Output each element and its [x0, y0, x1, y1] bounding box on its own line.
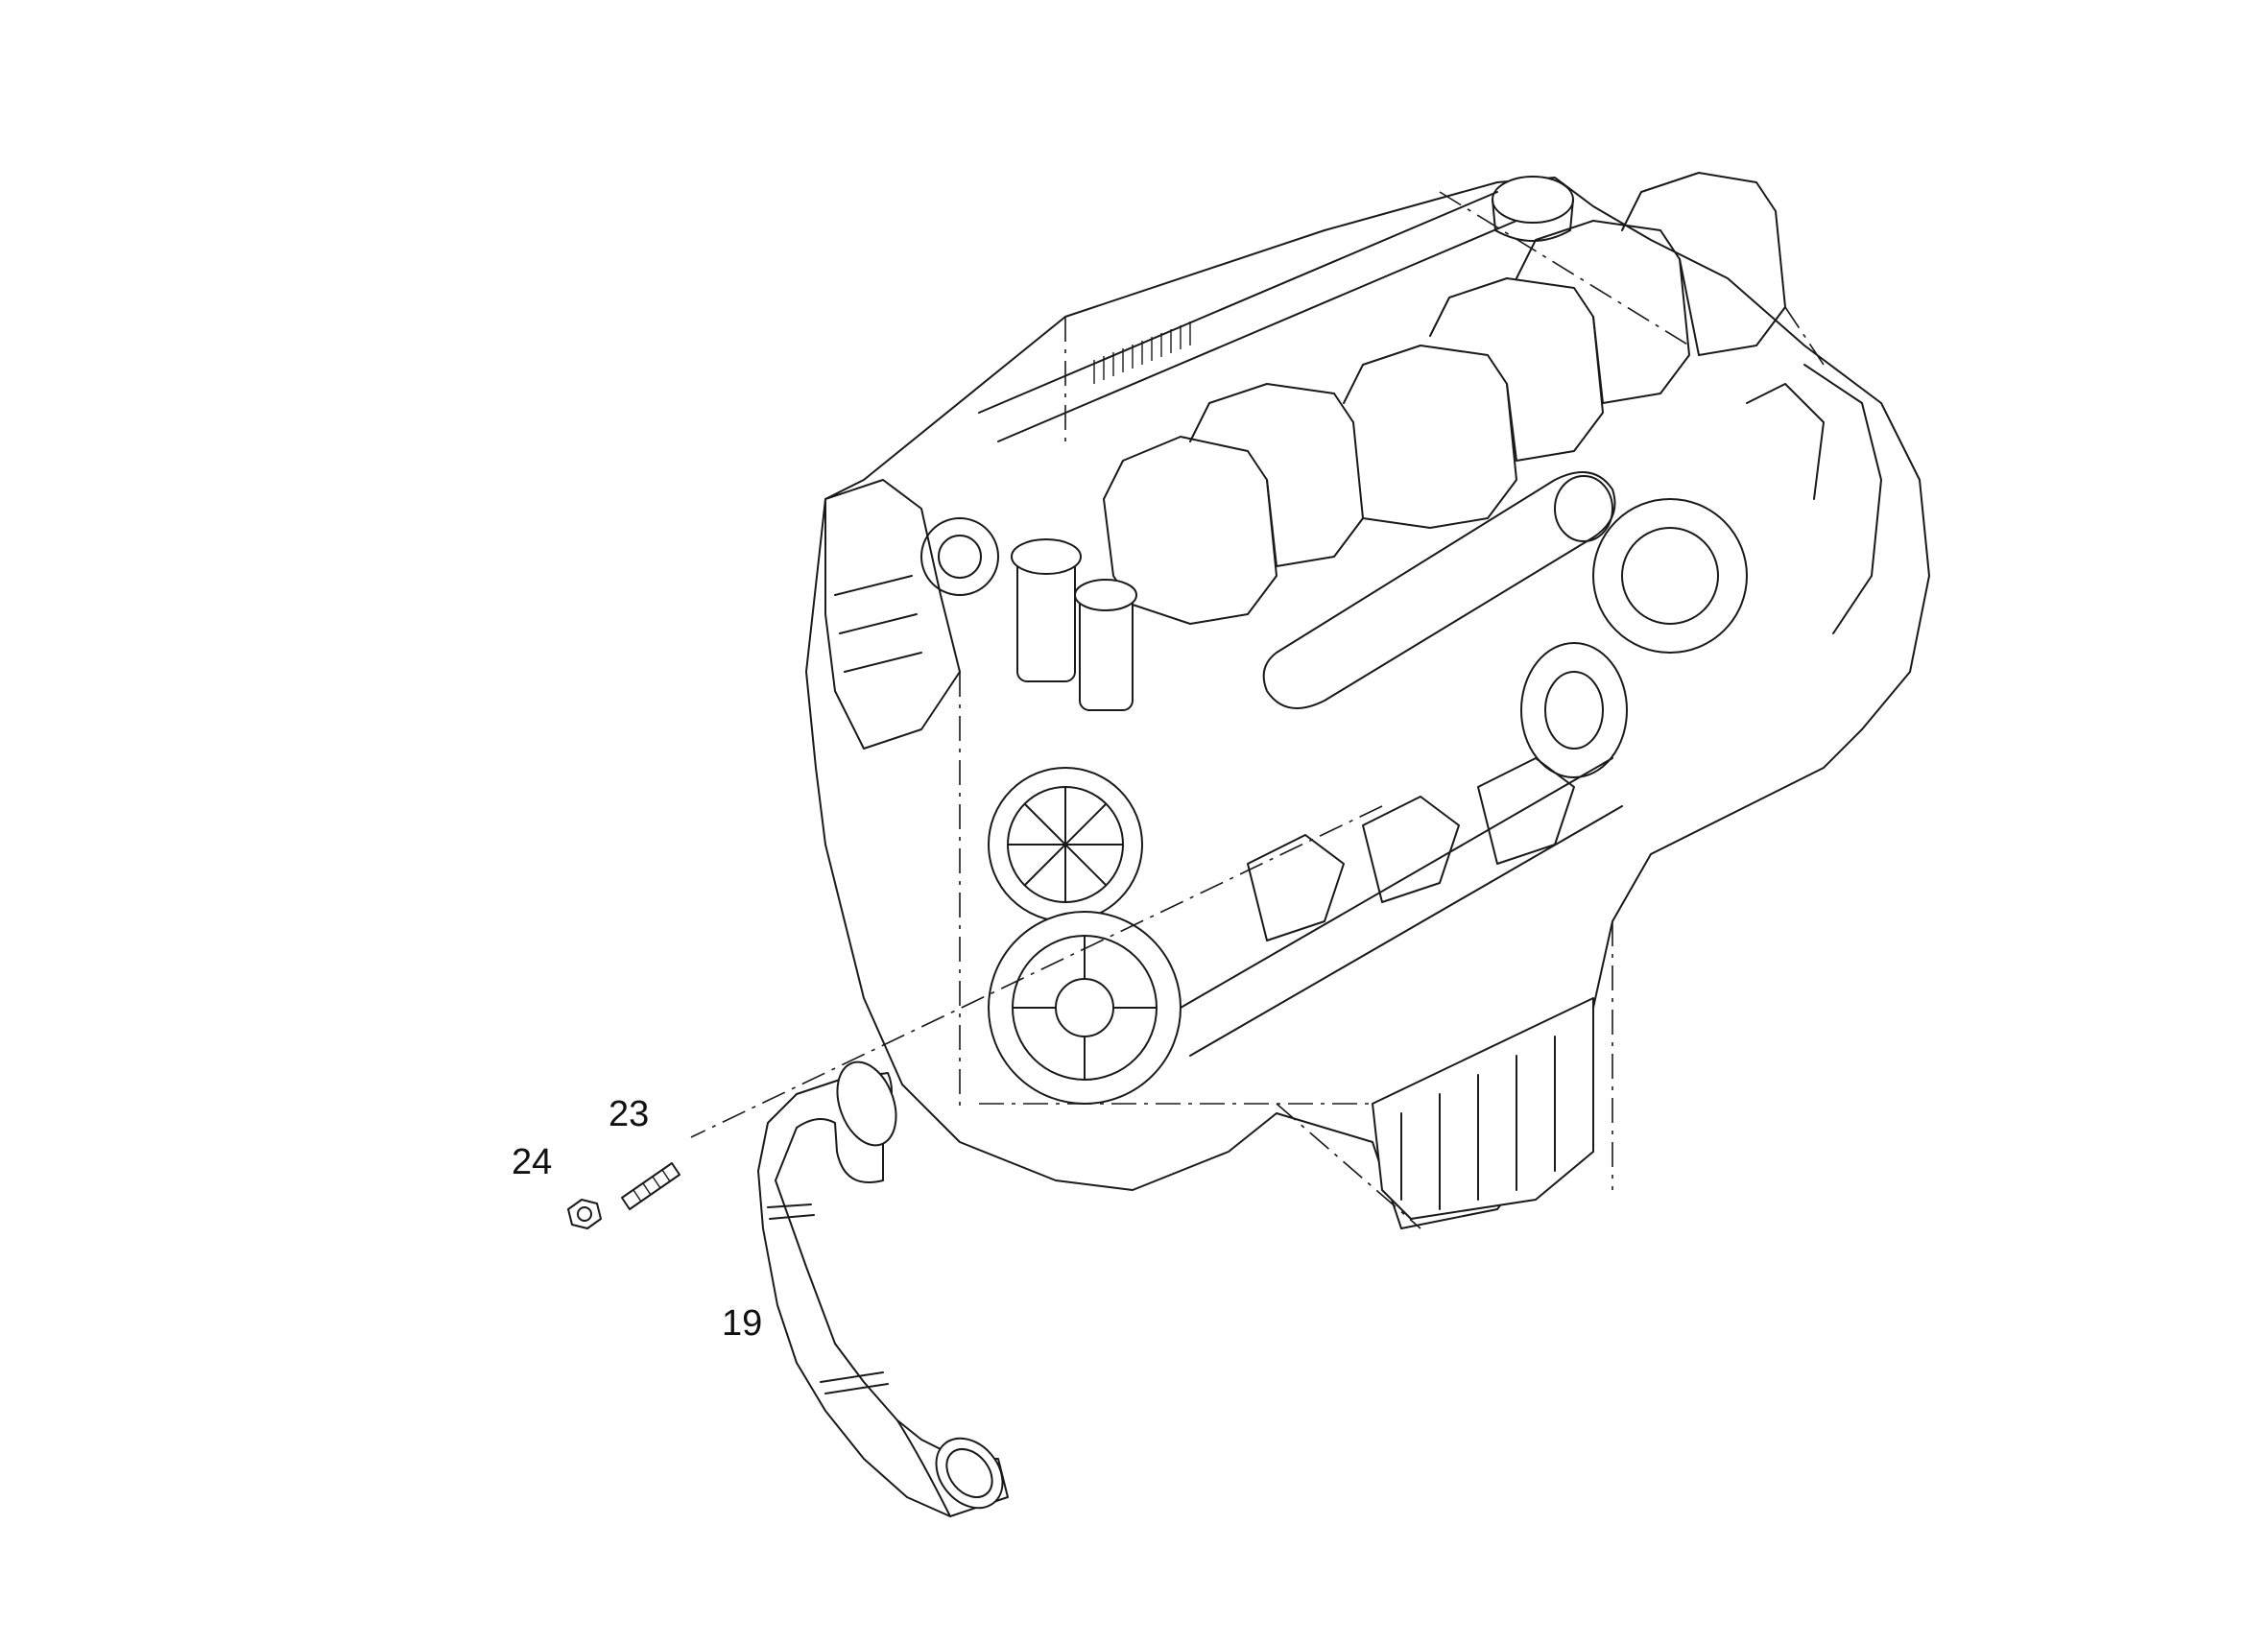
callout-part-24: 24 — [512, 1142, 553, 1182]
part-24-nut — [567, 1199, 602, 1229]
callout-part-23: 23 — [609, 1094, 650, 1134]
callout-part-19: 19 — [722, 1303, 763, 1344]
part-23-stud — [621, 1162, 680, 1210]
engine-assembly — [805, 172, 1930, 1229]
assembly-centerline — [690, 805, 1383, 1138]
part-19-pipe — [757, 1060, 1009, 1517]
